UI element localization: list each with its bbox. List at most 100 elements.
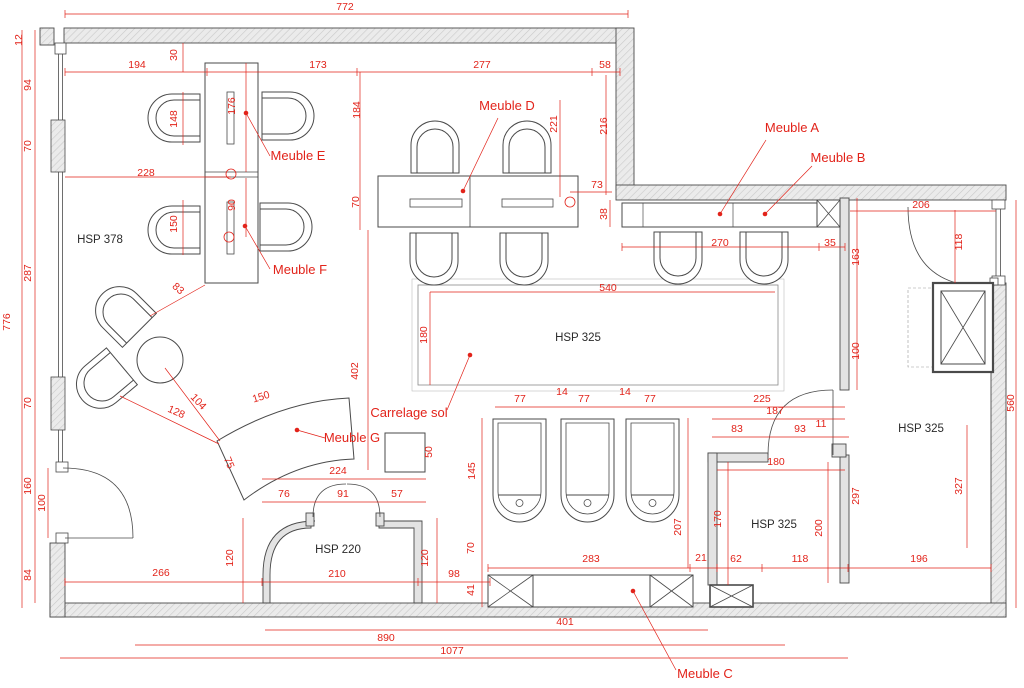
left-glazed-wall: [50, 42, 69, 544]
dimension-120-46: 120: [224, 549, 236, 567]
dimension-118-30: 118: [953, 233, 965, 250]
dimension-180-70: 180: [767, 456, 785, 468]
room-label-3: HSP 325: [751, 519, 797, 531]
dimension-173-12: 173: [309, 59, 327, 71]
dimension-221-18: 221: [548, 115, 560, 133]
dimension-890-76: 890: [377, 632, 395, 644]
dimension-50-41: 50: [423, 446, 435, 458]
dimension-90-21: 90: [226, 199, 238, 211]
partition-door-swing: [767, 389, 834, 456]
dimension-148-16: 148: [168, 110, 180, 128]
dimension-21-61: 21: [695, 552, 707, 564]
dimension-83-36: 83: [170, 280, 187, 297]
meuble-g-curved-desk: [216, 397, 355, 501]
room-label-2: HSP 325: [898, 423, 944, 435]
dimension-14-57: 14: [619, 386, 631, 398]
dimension-160-7: 160: [22, 477, 34, 495]
chair: [409, 232, 459, 286]
dimension-38-25: 38: [598, 208, 610, 220]
furniture-label-meuble-d: Meuble D: [479, 98, 535, 113]
chair: [499, 232, 549, 286]
dimension-540-32: 540: [599, 282, 617, 294]
furniture-label-carrelage-sol: Carrelage sol: [370, 405, 447, 420]
double-door-swing-right: [346, 483, 381, 518]
lounge-chair: [85, 276, 157, 348]
door-frame-block: [55, 461, 69, 473]
window-pier: [50, 376, 66, 431]
dimension-lines-diagonal: [119, 284, 221, 445]
datum-circles: [223, 168, 576, 243]
dimension-187-66: 187: [766, 405, 784, 417]
dimension-75-40: 75: [221, 455, 237, 470]
top-wall: [63, 27, 629, 44]
partition-right: [839, 197, 850, 391]
dimension-98-50: 98: [448, 568, 460, 580]
dimension-70-6: 70: [22, 397, 34, 409]
dimension-70-3: 70: [22, 140, 34, 152]
dimension-150-39: 150: [251, 389, 271, 406]
dimension-14-55: 14: [556, 386, 568, 398]
leader-dot: [717, 211, 723, 217]
dimension-224-42: 224: [329, 465, 347, 477]
right-room-door-swing: [907, 206, 989, 288]
leader-dot: [762, 211, 768, 217]
chair: [502, 120, 552, 174]
window-pier: [50, 119, 66, 173]
dimension-163-28: 163: [850, 248, 862, 266]
dimension-228-20: 228: [137, 167, 155, 179]
chair: [653, 231, 703, 285]
partition-right-lower: [839, 454, 850, 584]
dimension-93-68: 93: [794, 423, 806, 435]
meuble-c-cabinet: [487, 574, 694, 608]
dimension-58-14: 58: [599, 59, 611, 71]
dimension-287-4: 287: [22, 264, 34, 282]
dimension-73-24: 73: [591, 179, 603, 191]
hsp220-right-wall: [378, 520, 423, 604]
dimension-277-13: 277: [473, 59, 491, 71]
dimension-776-5: 776: [1, 313, 13, 331]
dimension-216-19: 216: [598, 117, 610, 135]
dimension-91-44: 91: [337, 488, 349, 500]
dimension-196-64: 196: [910, 553, 928, 565]
leader-dots: [242, 110, 768, 594]
dimension-150-22: 150: [168, 215, 180, 233]
dimension-225-65: 225: [753, 393, 771, 405]
zone-outline-hsp325: [411, 278, 785, 392]
dimension-270-26: 270: [711, 237, 729, 249]
booth-seat: [625, 418, 680, 523]
dimension-83-67: 83: [731, 423, 743, 435]
top-right-wall: [615, 184, 1007, 201]
dimension-170-73: 170: [712, 510, 724, 528]
entrance-door-swing: [62, 467, 134, 539]
dimension-76-43: 76: [278, 488, 290, 500]
dimension-70-52: 70: [465, 542, 477, 554]
dimension-327-72: 327: [953, 477, 965, 495]
left-wall-bottom-corner: [49, 542, 66, 618]
elevator-shaft: [907, 281, 995, 374]
step-wall-vertical: [615, 27, 635, 191]
dimension-1077-77: 1077: [440, 645, 464, 657]
furniture-label-meuble-b: Meuble B: [811, 150, 866, 165]
small-room-cabinet-box: [709, 584, 754, 608]
round-table: [136, 336, 184, 384]
dimension-35-27: 35: [824, 237, 836, 249]
dimension-120-47: 120: [419, 549, 431, 567]
room-label-4: HSP 220: [315, 544, 361, 556]
dimension-402-34: 402: [349, 362, 361, 380]
dimension-94-2: 94: [22, 79, 34, 91]
room-label-1: HSP 325: [555, 332, 601, 344]
door-post: [305, 512, 315, 527]
furniture-label-meuble-e: Meuble E: [271, 148, 326, 163]
exterior-walls: [39, 27, 1007, 618]
leader-dot: [630, 588, 636, 594]
dimension-30-11: 30: [168, 49, 180, 61]
dimension-11-69: 11: [816, 418, 827, 430]
dimension-12-1: 12: [13, 34, 25, 46]
dimension-207-59: 207: [672, 518, 684, 536]
leader-dot: [242, 223, 248, 229]
dimension-104-37: 104: [188, 391, 209, 412]
dimension-100-8: 100: [36, 494, 48, 512]
